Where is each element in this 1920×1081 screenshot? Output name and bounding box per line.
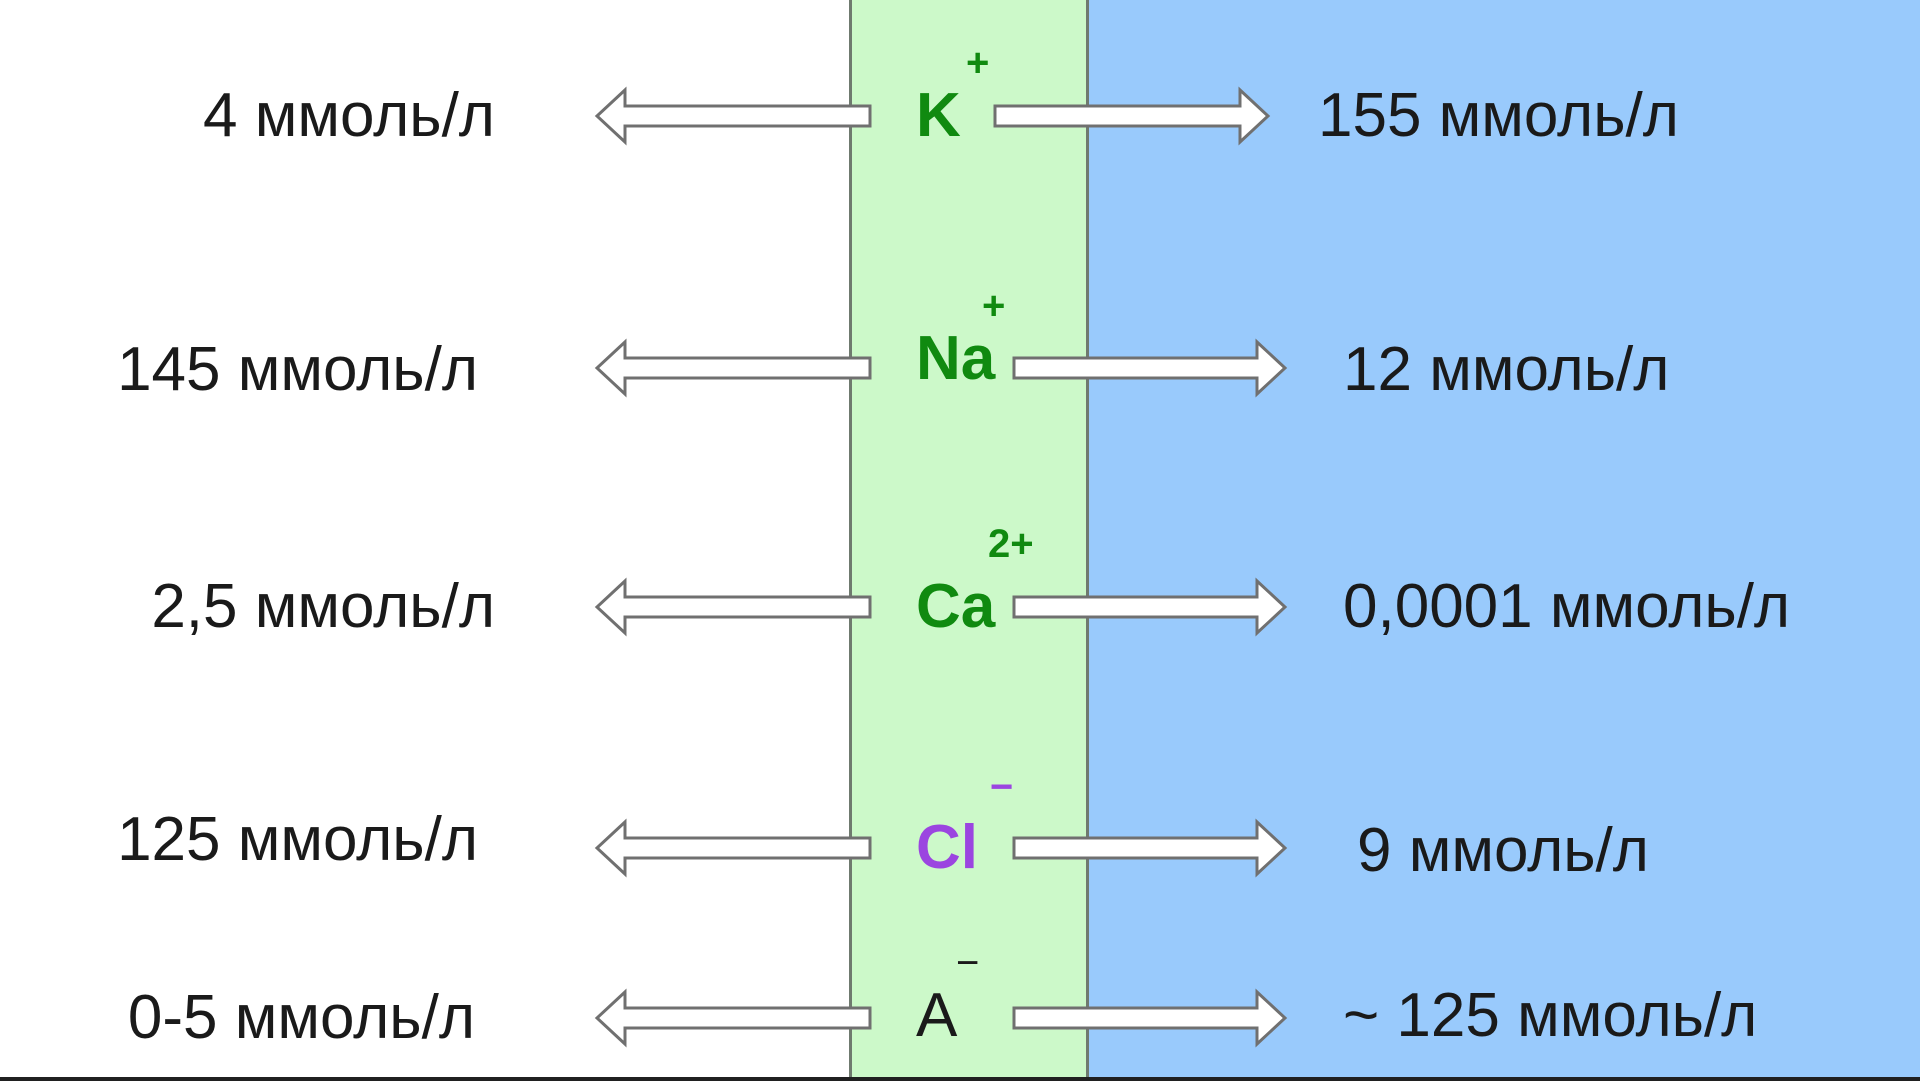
ion-label-ca: Ca 2+ (916, 524, 1034, 638)
ion-charge: − (990, 765, 1014, 809)
ion-charge: + (982, 284, 1006, 328)
arrow-inward-cl (1012, 818, 1288, 878)
cell-membrane (849, 0, 1089, 1081)
ion-label-na: Na + (916, 286, 1005, 390)
intracellular-zone (1089, 0, 1920, 1081)
outside-value-na: 145 ммоль/л (117, 335, 478, 404)
inside-value-k: 155 ммоль/л (1318, 81, 1679, 150)
extracellular-zone (0, 0, 849, 1081)
inside-value-a: ~ 125 ммоль/л (1343, 981, 1758, 1050)
arrow-outward-a (594, 988, 872, 1048)
ion-symbol: K (916, 81, 961, 150)
arrow-inward-na (1012, 338, 1288, 398)
ion-symbol: Cl (916, 813, 978, 882)
ion-label-cl: Cl − (916, 767, 1013, 879)
ion-symbol: A (916, 981, 958, 1050)
ion-charge: 2+ (988, 522, 1034, 566)
inside-value-ca: 0,0001 ммоль/л (1343, 572, 1791, 641)
ion-symbol: Ca (916, 572, 996, 641)
arrow-inward-k (993, 86, 1271, 146)
ion-charge: − (956, 941, 980, 985)
outside-value-cl: 125 ммоль/л (117, 805, 478, 874)
outside-value-a: 0-5 ммоль/л (127, 983, 475, 1052)
outside-value-k: 4 ммоль/л (203, 81, 495, 150)
ion-symbol: Na (916, 324, 996, 393)
arrow-outward-k (594, 86, 872, 146)
bottom-border (0, 1077, 1920, 1081)
outside-value-ca: 2,5 ммоль/л (151, 572, 495, 641)
inside-value-cl: 9 ммоль/л (1357, 816, 1649, 885)
arrow-outward-ca (594, 577, 872, 637)
arrow-outward-na (594, 338, 872, 398)
arrow-inward-a (1012, 988, 1288, 1048)
ion-charge: + (966, 41, 990, 85)
arrow-outward-cl (594, 818, 872, 878)
arrow-inward-ca (1012, 577, 1288, 637)
ion-label-k: K + (916, 43, 989, 147)
inside-value-na: 12 ммоль/л (1343, 335, 1670, 404)
ion-label-a: A − (916, 943, 979, 1047)
